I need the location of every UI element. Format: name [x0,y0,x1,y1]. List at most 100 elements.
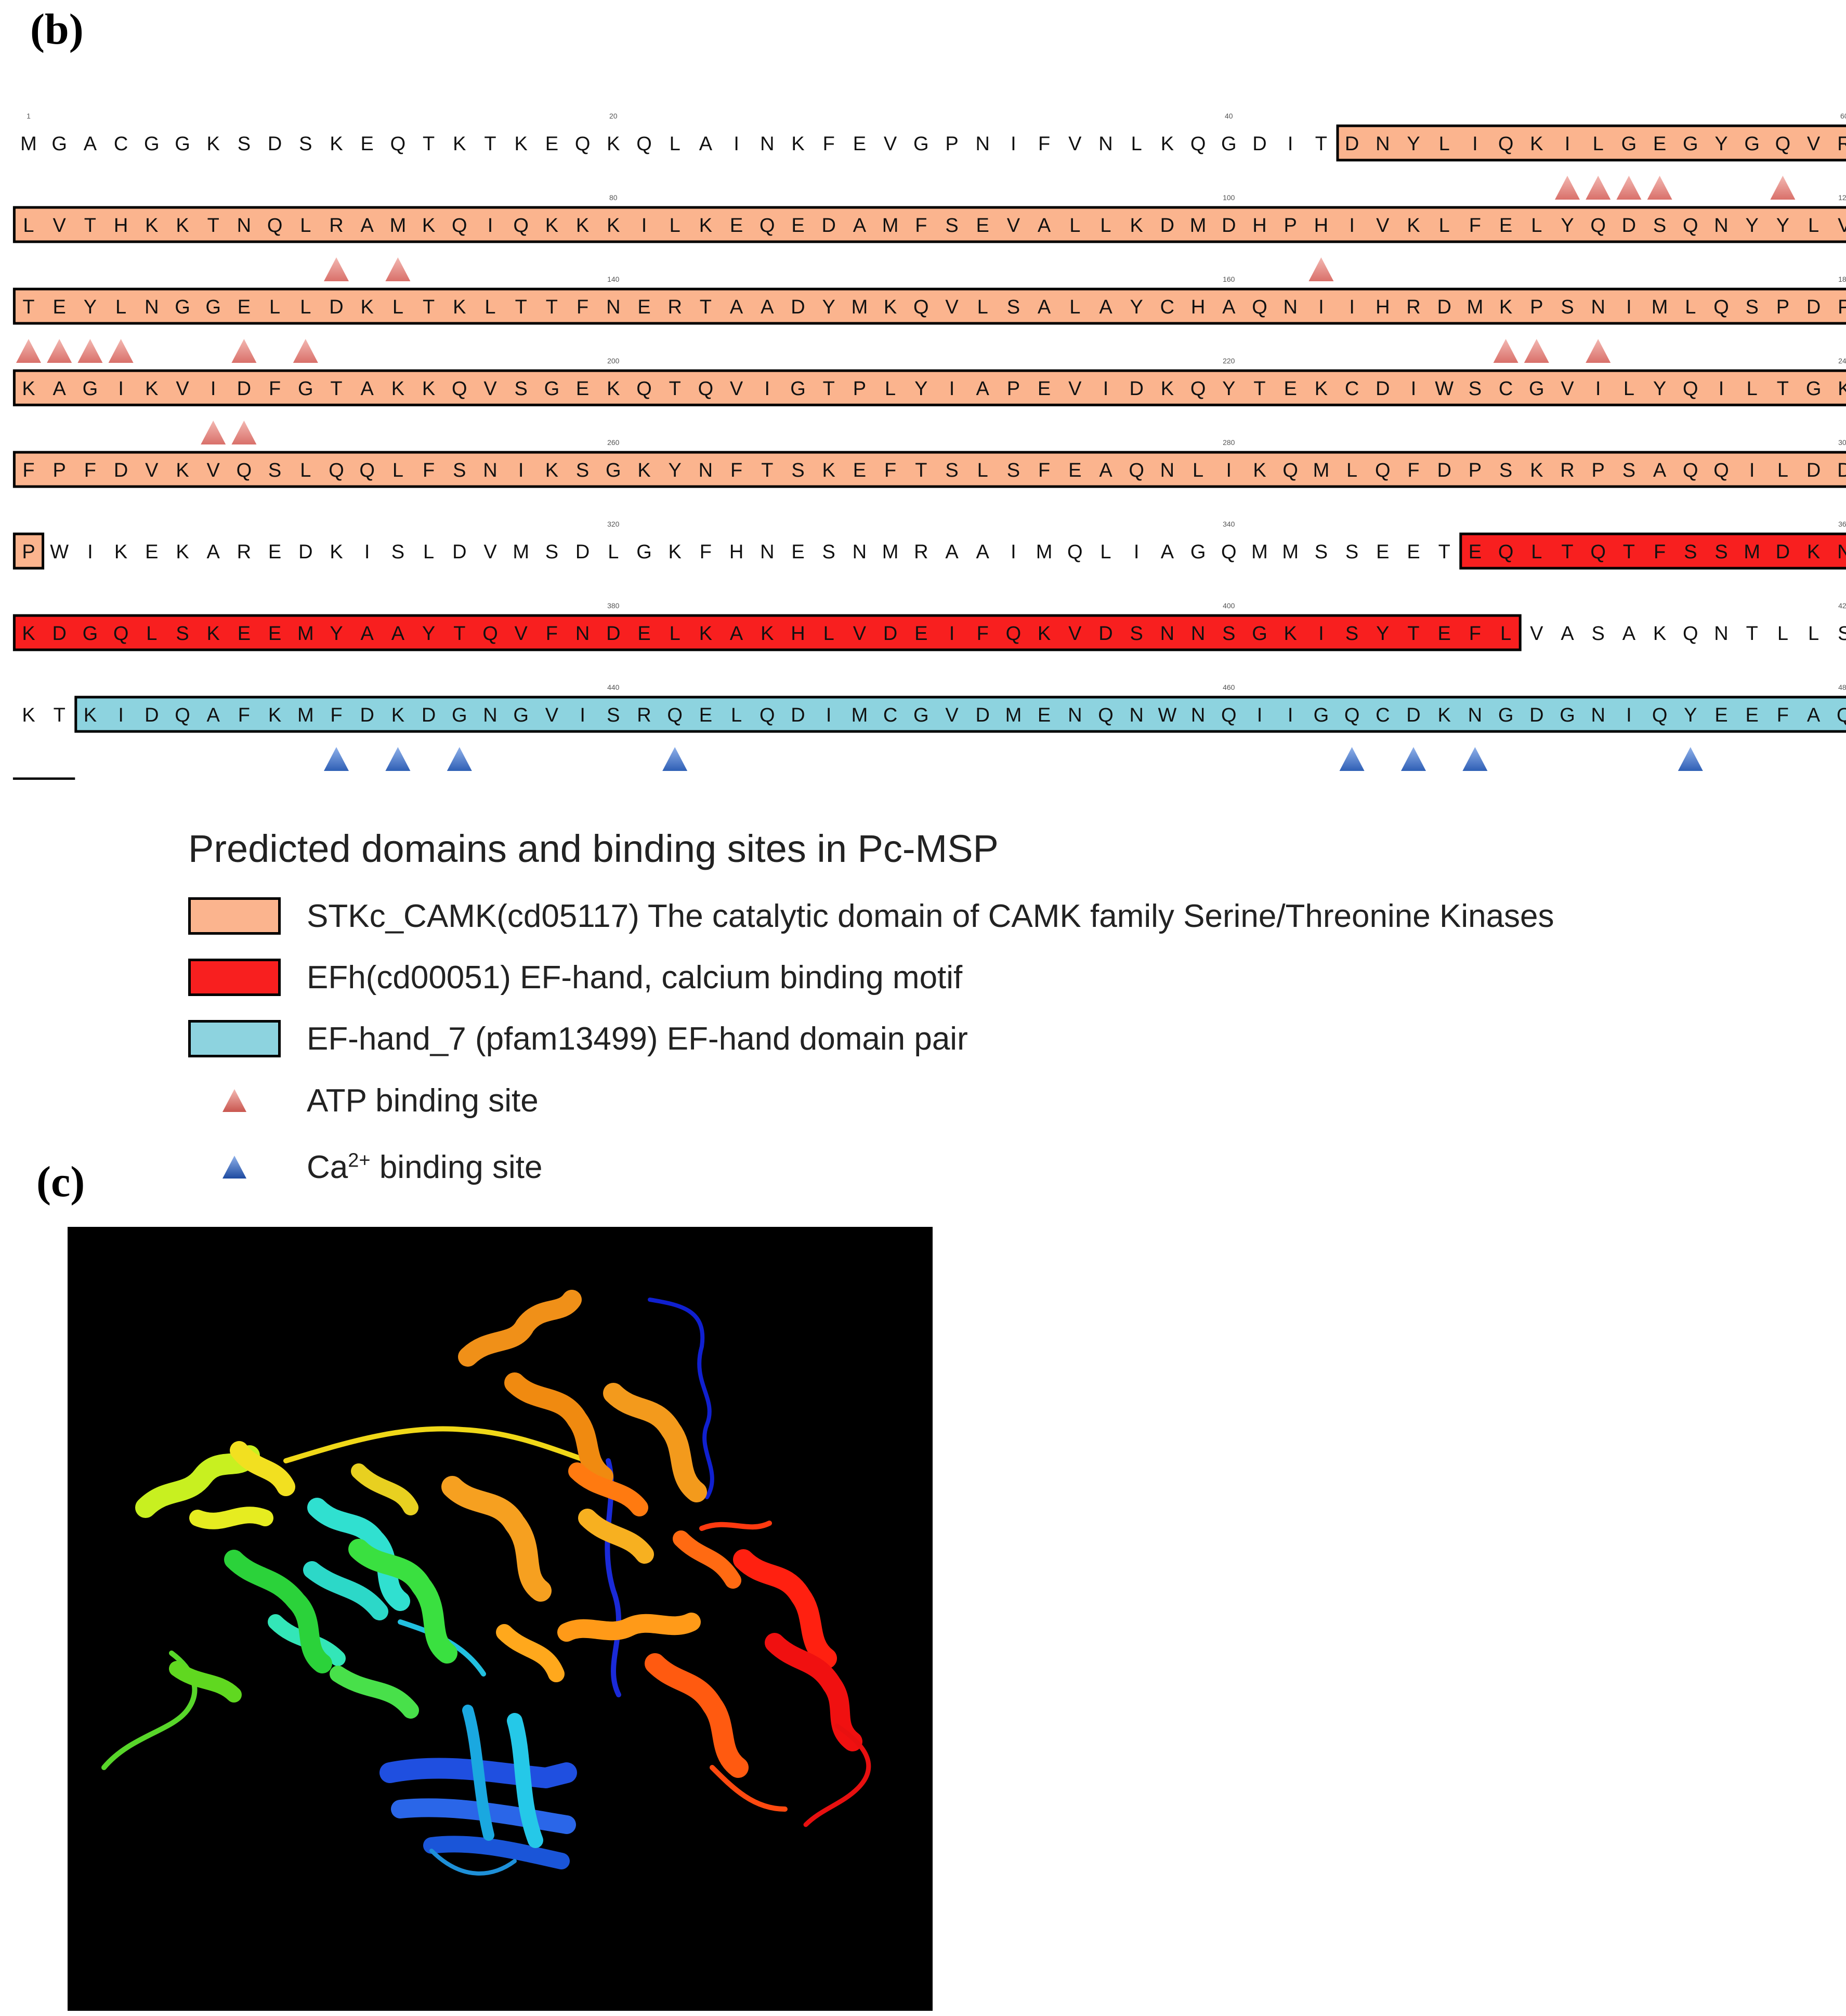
residue-letter: A [1161,541,1174,563]
residue-letter: L [300,296,311,318]
residue-letter: T [515,296,527,318]
residue-letter: L [423,541,434,563]
residue-letter: V [1376,215,1390,237]
residue-letter: S [1315,541,1328,563]
residue-letter: P [22,541,35,563]
residue-letter: Q [1129,460,1144,481]
residue-letter: E [1284,378,1297,400]
residue-letter: N [1191,704,1205,726]
residue-letter: L [608,541,619,563]
atp-binding-site-marker [1586,339,1611,363]
residue-letter: K [822,460,835,481]
residue-letter: E [1068,460,1081,481]
legend-swatch-orange [188,897,281,935]
residue-letter: D [452,541,466,563]
residue-letter: K [330,541,343,563]
residue-letter: D [1776,541,1790,563]
residue-letter: C [1160,296,1174,318]
residue-letter: I [1565,133,1570,155]
residue-letter: L [1439,133,1450,155]
position-tick-label: 340 [1223,520,1235,528]
legend-label: EFh(cd00051) EF-hand, calcium binding mo… [307,959,963,996]
residue-letter: E [730,215,743,237]
residue-letter: M [1282,541,1299,563]
residue-letter: G [175,133,190,155]
protein-structure-image [68,1227,933,2011]
residue-letter: L [1808,623,1819,645]
position-tick-label: 100 [1223,193,1235,202]
position-tick-label: 80 [609,193,618,202]
residue-letter: Q [175,704,190,726]
residue-letter: K [391,704,404,726]
residue-letter: S [238,133,251,155]
residue-letter: Q [267,215,283,237]
residue-letter: A [84,133,97,155]
residue-letter: F [577,296,588,318]
residue-letter: G [298,378,313,400]
residue-letter: T [915,460,927,481]
residue-letter: E [637,623,650,645]
residue-letter: D [422,704,436,726]
residue-letter: A [1038,296,1051,318]
residue-letter: Y [1684,704,1697,726]
residue-letter: A [361,215,374,237]
residue-letter: N [1129,704,1143,726]
residue-letter: I [1472,133,1478,155]
sequence-diagram: 1204060801001201401601802002202402602803… [12,112,1846,780]
residue-letter: D [606,623,620,645]
residue-letter: G [144,133,160,155]
residue-letter: A [1222,296,1236,318]
residue-letter: M [1036,541,1053,563]
residue-letter: K [1438,704,1451,726]
atp-binding-site-marker [324,257,349,281]
residue-letter: D [360,704,374,726]
residue-letter: A [976,541,990,563]
residue-letter: S [176,623,189,645]
residue-letter: K [1653,623,1666,645]
residue-letter: K [1807,541,1820,563]
residue-letter: Q [1498,133,1514,155]
residue-letter: S [453,460,466,481]
residue-letter: M [1313,460,1330,481]
residue-letter: Q [1344,704,1360,726]
residue-letter: D [1806,296,1821,318]
ca-binding-site-marker [662,747,688,771]
residue-letter: L [670,215,680,237]
residue-letter: Q [1837,704,1846,726]
residue-letter: Q [1713,460,1729,481]
residue-letter: K [1130,215,1143,237]
residue-letter: D [1160,215,1174,237]
ca-prefix: Ca [307,1149,348,1185]
position-tick-label: 320 [607,520,620,528]
residue-letter: S [299,133,312,155]
residue-letter: L [731,704,742,726]
residue-letter: F [1038,460,1050,481]
residue-letter: L [977,296,988,318]
residue-letter: K [361,296,374,318]
residue-letter: V [1530,623,1543,645]
residue-letter: Q [452,215,467,237]
residue-letter: K [791,133,804,155]
residue-letter: V [730,378,743,400]
residue-letter: I [1226,460,1232,481]
residue-letter: F [1777,704,1789,726]
residue-letter: I [211,378,216,400]
residue-letter: L [1593,133,1604,155]
residue-letter: G [1744,133,1760,155]
residue-letter: G [606,460,621,481]
residue-letter: N [575,623,590,645]
residue-letter: G [790,378,806,400]
residue-letter: Q [513,215,529,237]
residue-letter: T [1623,541,1635,563]
legend-item-ef-hand-7: EF-hand_7 (pfam13499) EF-hand domain pai… [188,1015,968,1062]
residue-letter: K [884,296,897,318]
residue-letter: Q [913,296,929,318]
residue-letter: N [1160,623,1174,645]
residue-letter: I [1626,704,1632,726]
residue-letter: F [700,541,712,563]
residue-letter: G [1252,623,1267,645]
position-tick-label: 60 [1840,112,1846,120]
residue-letter: D [975,704,989,726]
residue-letter: N [483,460,497,481]
atp-triangle-icon [188,1082,281,1119]
